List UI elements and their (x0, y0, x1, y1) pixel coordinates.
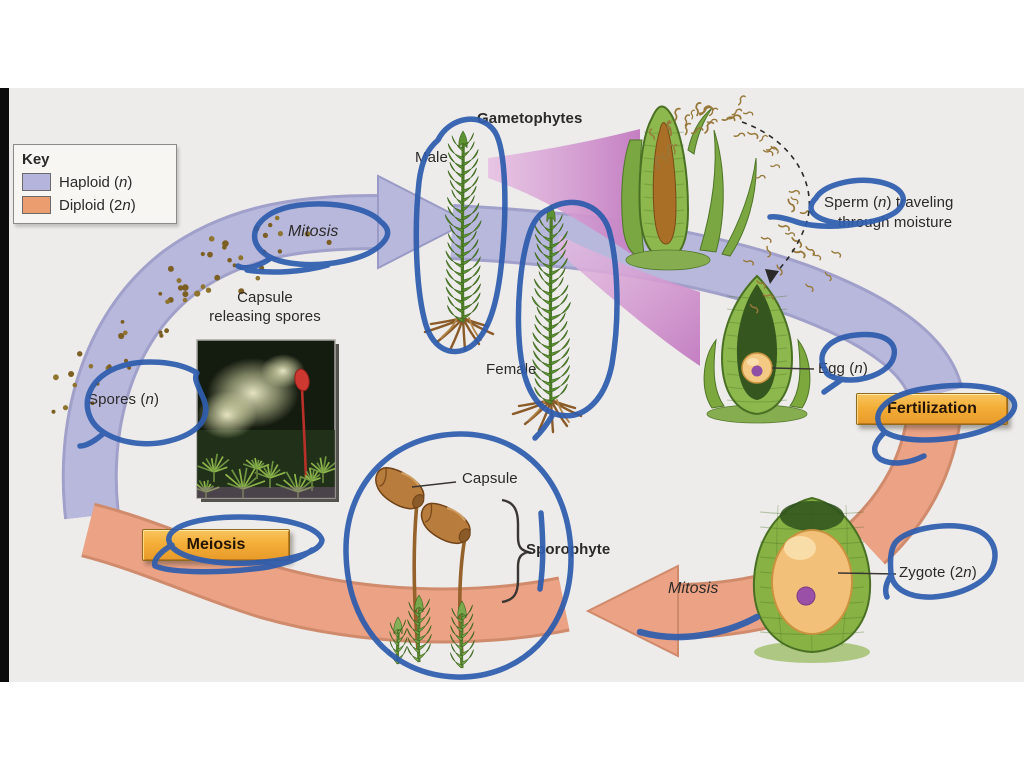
zygote-label: Zygote (2n) (899, 564, 977, 581)
page-edge-black-strip (0, 88, 9, 682)
fertilization-badge: Fertilization (856, 393, 1008, 425)
key-row-haploid: Haploid (n) (22, 173, 168, 191)
egg-pointer-line (771, 367, 815, 370)
photo-red-capsule (294, 368, 310, 392)
diploid-label: Diploid (2n) (59, 196, 136, 214)
zygote-nucleus (796, 586, 816, 606)
key-box: Key Haploid (n) Diploid (2n) (13, 144, 177, 224)
zygote-pointer-line (837, 572, 897, 575)
gametophytes-label: Gametophytes (477, 110, 583, 127)
egg-label: Egg (n) (818, 360, 868, 377)
haploid-swatch (22, 173, 51, 191)
diploid-swatch (22, 196, 51, 214)
male-label: Male (415, 149, 448, 166)
sporophyte-label: Sporophyte (526, 541, 611, 558)
sperm-label-line1: Sperm (n) traveling (824, 194, 954, 211)
capsule-pointer-label: Capsule (462, 470, 518, 487)
spores-label: Spores (n) (88, 391, 160, 408)
key-row-diploid: Diploid (2n) (22, 196, 168, 214)
capsule-releasing-spores-label: Capsule releasing spores (209, 289, 321, 325)
meiosis-badge: Meiosis (142, 529, 290, 561)
mitosis-bottom-label: Mitosis (668, 580, 719, 597)
mitosis-top-label: Mitosis (288, 223, 339, 240)
zygote-structure (752, 496, 872, 663)
sperm-label-line2: through moisture (838, 214, 953, 231)
photo-red-seta (300, 387, 308, 480)
capsule-photo (196, 339, 339, 502)
egg-nucleus (751, 365, 763, 377)
sperm-arrowhead (765, 269, 779, 284)
key-title: Key (22, 151, 50, 168)
archegonium (703, 274, 811, 424)
haploid-label: Haploid (n) (59, 173, 133, 191)
female-label: Female (486, 361, 537, 378)
